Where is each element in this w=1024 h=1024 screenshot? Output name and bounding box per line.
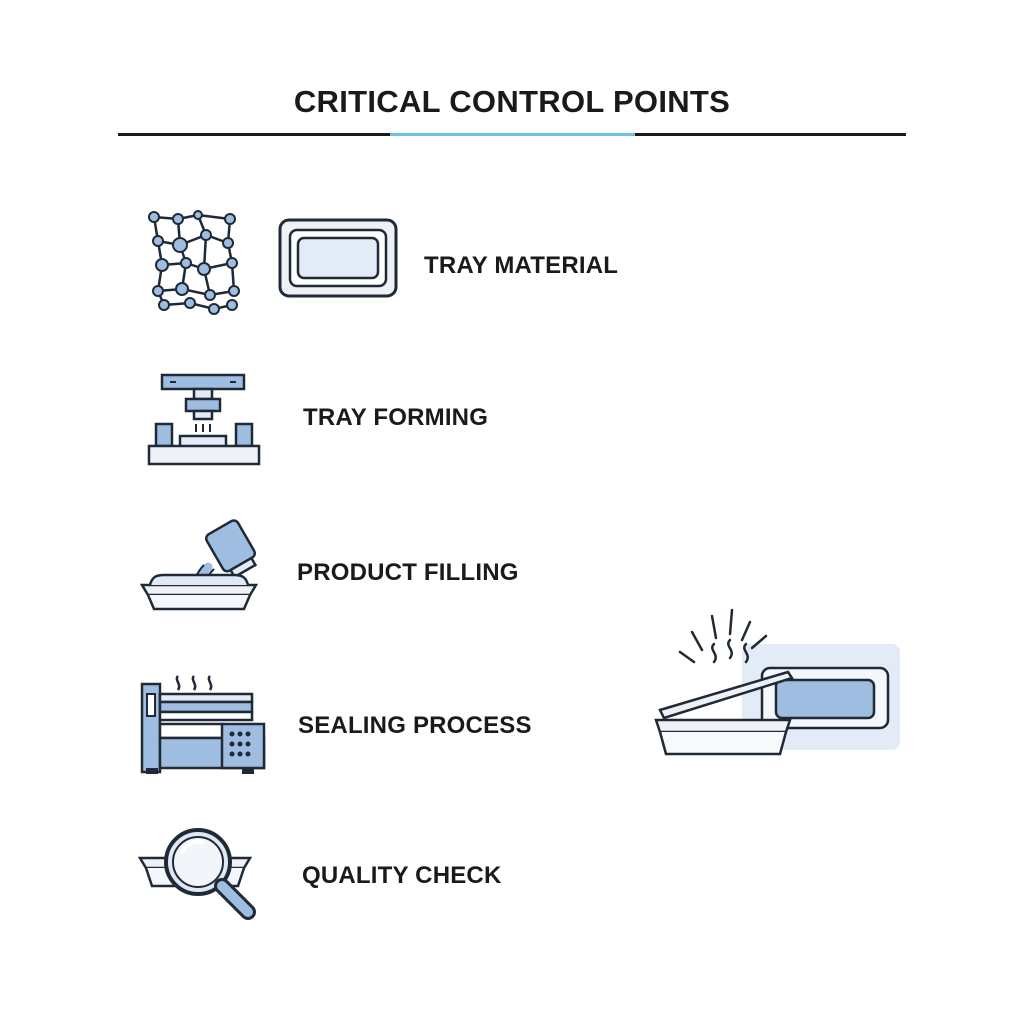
magnifier-tray-icon <box>138 828 256 920</box>
step-label-tray-material: TRAY MATERIAL <box>424 252 619 279</box>
step-label-tray-forming: TRAY FORMING <box>303 404 489 431</box>
tray-top-view-icon <box>278 218 398 298</box>
molecule-network-icon <box>148 210 240 315</box>
sealing-machine-icon <box>140 675 266 774</box>
step-label-sealing-process: SEALING PROCESS <box>298 712 532 739</box>
page-title: CRITICAL CONTROL POINTS <box>293 84 731 119</box>
step-label-quality-check: QUALITY CHECK <box>302 862 502 889</box>
title-underline-accent <box>390 133 635 136</box>
sealed-tray-icon <box>654 608 900 756</box>
step-label-product-filling: PRODUCT FILLING <box>297 559 519 586</box>
filling-container-icon <box>139 519 259 611</box>
forming-press-icon <box>147 373 261 466</box>
